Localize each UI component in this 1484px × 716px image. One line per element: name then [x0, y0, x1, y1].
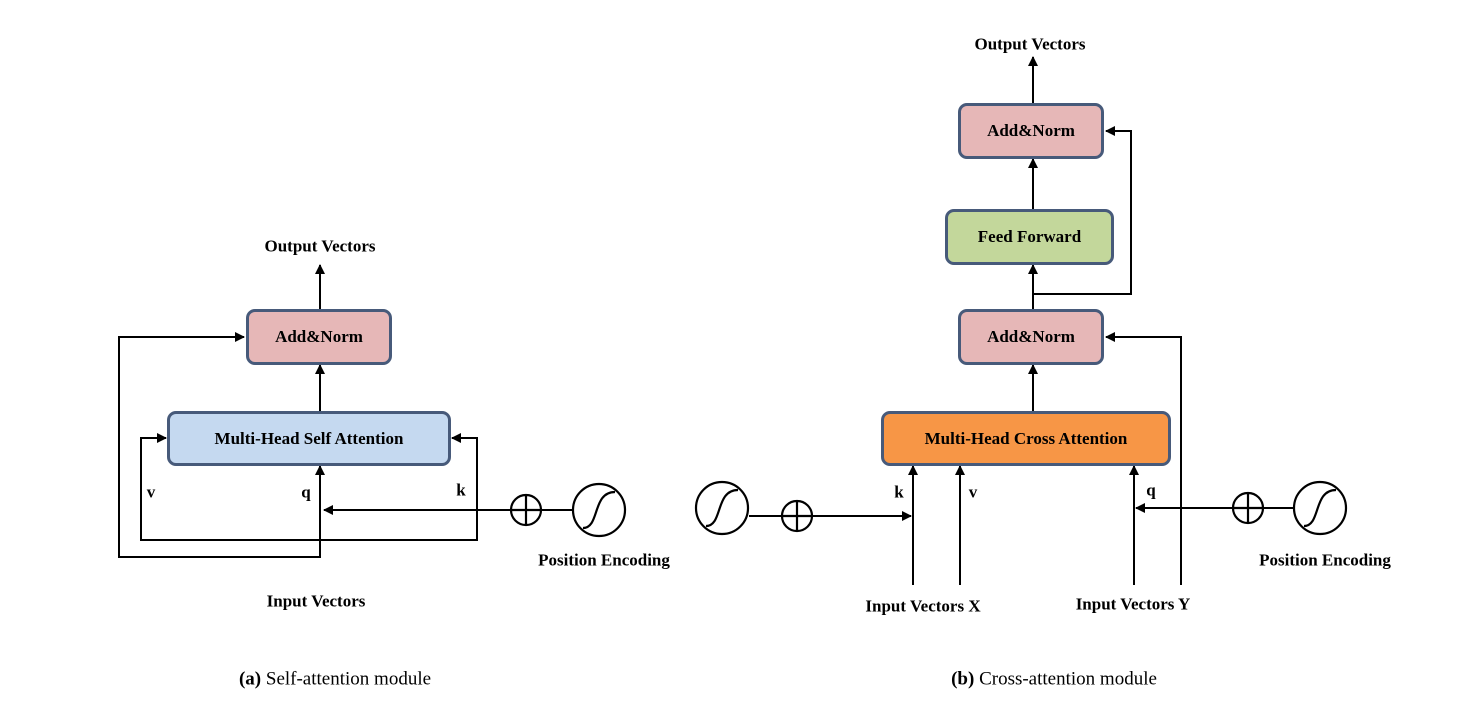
right-add-norm-top-box: Add&Norm [958, 103, 1104, 159]
right-caption: (b) Cross-attention module [951, 670, 1157, 689]
left-caption-text: Self-attention module [261, 668, 432, 690]
left-k-line [320, 433, 478, 541]
right-output-label: Output Vectors [974, 34, 1086, 54]
plus-circle-icon [780, 499, 814, 533]
right-cross-attention-box: Multi-Head Cross Attention [881, 411, 1171, 466]
right-caption-prefix: (b) [951, 668, 975, 690]
left-add-norm-box: Add&Norm [246, 309, 392, 365]
right-k-label: k [894, 482, 904, 502]
right-feed-forward-box: Feed Forward [945, 209, 1114, 265]
left-self-attention-box: Multi-Head Self Attention [167, 411, 451, 466]
right-input-x-label: Input Vectors X [865, 596, 981, 616]
right-residual-top [1033, 126, 1132, 295]
sigmoid-icon [1292, 480, 1348, 536]
sigmoid-icon [694, 480, 750, 536]
left-v-label: v [146, 482, 156, 502]
sigmoid-icon [571, 482, 627, 538]
left-position-encoding-label: Position Encoding [538, 550, 670, 570]
right-caption-text: Cross-attention module [974, 668, 1157, 690]
left-input-label: Input Vectors [266, 591, 366, 611]
left-output-label: Output Vectors [264, 236, 376, 256]
left-k-label: k [456, 480, 466, 500]
right-position-encoding-label: Position Encoding [1259, 550, 1391, 570]
left-caption-prefix: (a) [238, 668, 262, 690]
right-residual-bottom [1105, 332, 1182, 585]
right-add-norm-bottom-box: Add&Norm [958, 309, 1104, 365]
left-q-label: q [301, 482, 311, 502]
left-v-line [140, 433, 320, 541]
right-q-label: q [1146, 480, 1156, 500]
right-v-label: v [968, 482, 978, 502]
plus-circle-icon [509, 493, 543, 527]
plus-circle-icon [1231, 491, 1265, 525]
left-caption: (a) Self-attention module [239, 670, 431, 689]
right-input-y-label: Input Vectors Y [1075, 594, 1191, 614]
